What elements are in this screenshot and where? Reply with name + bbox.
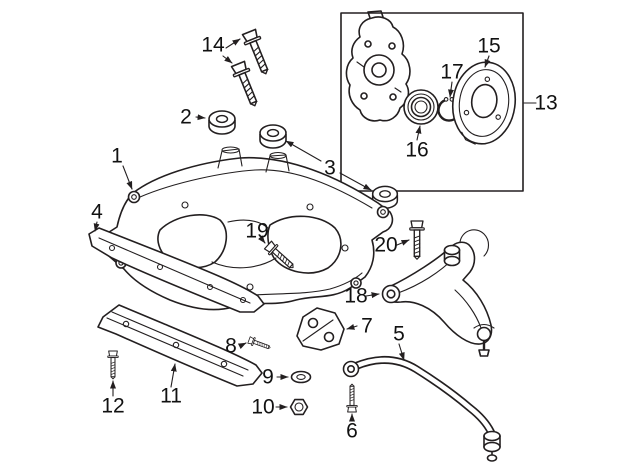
callout-16: 16 <box>405 138 429 162</box>
leader-7 <box>346 323 358 330</box>
leader-16 <box>415 125 422 141</box>
callout-12: 12 <box>101 394 125 418</box>
callout-17: 17 <box>440 60 464 84</box>
callout-19: 19 <box>245 219 269 243</box>
lower-control-arm <box>381 229 495 357</box>
brake-splash-shield <box>451 61 517 145</box>
wheel-bearing <box>403 89 439 125</box>
hex-nut <box>289 398 309 416</box>
steering-knuckle <box>345 10 411 122</box>
callout-3: 3 <box>324 156 336 180</box>
subframe-bushing-front <box>208 110 236 135</box>
leader-8 <box>237 342 247 350</box>
subframe-bushing-mid <box>259 124 287 149</box>
callout-13: 13 <box>534 91 558 115</box>
callout-8: 8 <box>225 334 237 358</box>
callout-4: 4 <box>91 200 103 224</box>
callout-9: 9 <box>262 365 274 389</box>
callout-1: 1 <box>111 144 123 168</box>
under-brace-plate <box>97 304 263 387</box>
leader-15 <box>484 55 491 68</box>
callout-7: 7 <box>361 314 373 338</box>
callout-15: 15 <box>477 34 501 58</box>
link-bolt <box>346 383 358 413</box>
leader-18 <box>365 292 380 299</box>
leader-3b <box>339 172 372 191</box>
mount-bracket <box>296 307 345 351</box>
callout-14: 14 <box>201 33 225 57</box>
callout-20: 20 <box>374 233 398 257</box>
leader-2 <box>195 114 206 121</box>
brace-bolt <box>107 350 119 380</box>
flange-bolt-b <box>229 60 264 110</box>
callout-18: 18 <box>344 284 368 308</box>
leader-14b <box>222 55 233 64</box>
leader-1 <box>122 165 133 190</box>
control-arm-bolt <box>409 220 425 260</box>
leader-11 <box>170 363 177 388</box>
leader-lines <box>93 38 537 422</box>
leader-4 <box>93 221 100 232</box>
leader-17 <box>448 81 454 98</box>
leader-5 <box>398 343 405 361</box>
bracket-bolt <box>247 335 272 353</box>
callout-10: 10 <box>251 395 275 419</box>
leader-3a <box>285 140 322 162</box>
leader-19 <box>257 235 266 244</box>
callout-11: 11 <box>160 384 182 408</box>
hub-assembly-box <box>340 12 524 192</box>
stabilizer-link <box>342 355 501 462</box>
leader-20 <box>396 239 410 246</box>
front-crossbar <box>88 227 265 313</box>
washer <box>290 370 312 384</box>
callout-6: 6 <box>346 419 358 443</box>
leader-14a <box>225 38 241 49</box>
callout-5: 5 <box>393 322 405 346</box>
callout-2: 2 <box>180 105 192 129</box>
